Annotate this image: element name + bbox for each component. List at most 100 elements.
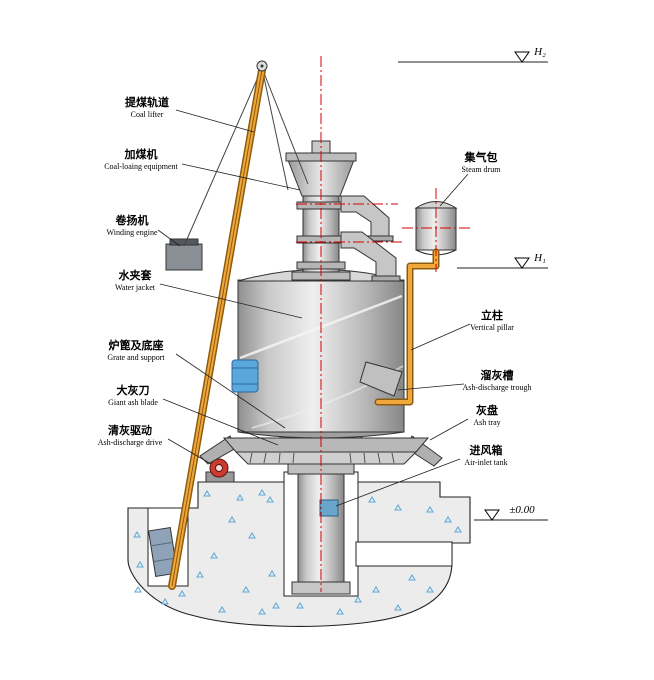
component-labels: 提煤轨道 Coal lifter 加煤机 Coal-loaing equipme… [98, 95, 532, 467]
upper-elbow-duct [340, 195, 390, 237]
ash-tray-skirt [234, 451, 418, 465]
label-ash-tray-cn: 灰盘 [476, 403, 498, 417]
label-ash-drive-cn: 清灰驱动 [108, 423, 152, 437]
winding-engine-box [165, 243, 203, 271]
stipple-triangle [372, 586, 380, 593]
stipple-triangle [454, 526, 462, 533]
leader-coal-lifter [175, 109, 255, 133]
air-duct-channel [355, 541, 453, 567]
air-inlet-box [319, 499, 339, 517]
leader-coal-loading [181, 163, 301, 191]
hoist-cable-2 [261, 67, 309, 185]
label-ash-trough-cn: 溜灰槽 [481, 368, 514, 382]
stipple-triangle [242, 586, 250, 593]
centerlines [296, 56, 472, 592]
leader-ash-tray [429, 418, 469, 441]
h2-label: H₂ [533, 46, 546, 58]
label-grate-en: Grate and support [107, 353, 165, 362]
label-coal-loading-en: Coal-loaing equipment [104, 162, 178, 171]
label-water-jacket-en: Water jacket [115, 283, 156, 292]
pulley-axle [260, 64, 264, 68]
stipple-triangle [394, 604, 402, 611]
stipple-triangle [354, 596, 362, 603]
stipple-triangle [426, 506, 434, 513]
stipple-triangle [258, 608, 266, 615]
label-winding-engine-cn: 卷扬机 [115, 213, 149, 227]
stipple-triangle [444, 516, 452, 523]
zero-label: ±0.00 [509, 504, 535, 516]
stipple-triangle [228, 516, 236, 523]
coal-lifting-system [147, 60, 309, 590]
label-ash-blade-en: Giant ash blade [108, 398, 158, 407]
stipple-triangle [210, 552, 218, 559]
label-water-jacket-cn: 水夹套 [119, 268, 153, 282]
elevation-datums: H₂ H₁ ±0.00 [398, 46, 548, 521]
stipple-triangle [236, 494, 244, 501]
stipple-triangle [266, 496, 274, 503]
stipple-triangle [161, 598, 169, 605]
shell-highlight-1 [239, 294, 403, 360]
winch-cable [183, 67, 263, 247]
column-shaft [297, 473, 345, 585]
label-pillar-cn: 立柱 [481, 308, 503, 322]
label-air-inlet-en: Air-inlet tank [464, 458, 507, 467]
stipple-triangle [296, 602, 304, 609]
stipple-triangle [258, 489, 266, 496]
stipple-triangle [196, 571, 204, 578]
label-steam-drum-en: Steam drum [462, 165, 502, 174]
skip-bucket-body [147, 526, 179, 578]
leader-air-inlet [335, 458, 461, 507]
stipple-triangle [248, 532, 256, 539]
label-coal-lifter-en: Coal lifter [131, 110, 164, 119]
stipple-triangle [272, 602, 280, 609]
skip-band-1 [150, 541, 173, 547]
label-pillar-en: Vertical pillar [470, 323, 514, 332]
stipple-triangle [336, 608, 344, 615]
stipple-triangle [178, 590, 186, 597]
leader-grate [175, 353, 286, 429]
stipple-triangle [134, 586, 142, 593]
skip-band-2 [153, 557, 176, 563]
stipple-triangle [218, 606, 226, 613]
h2-datum-symbol [514, 51, 530, 63]
downcomer-piping [374, 248, 440, 406]
leader-steam-drum [439, 173, 469, 207]
elbow-ducts [340, 195, 401, 282]
water-jacket-vessel [231, 269, 405, 439]
stipple-triangle [408, 574, 416, 581]
leader-ash-trough [397, 383, 465, 391]
label-ash-blade-cn: 大灰刀 [117, 383, 150, 397]
ash-trough-chute [359, 361, 403, 397]
leader-pillar [410, 323, 471, 351]
stipple-triangle [268, 570, 276, 577]
ash-discharge-drive-assembly [205, 458, 235, 483]
stipple-triangle [136, 561, 144, 568]
leader-winding-engine [157, 229, 181, 247]
stipple-triangle [368, 496, 376, 503]
leader-water-jacket [159, 283, 303, 319]
label-grate-cn: 炉篦及底座 [109, 338, 164, 352]
tray-bolts [249, 452, 395, 464]
label-steam-drum-cn: 集气包 [464, 150, 498, 164]
hoist-cable-1 [261, 67, 289, 191]
leader-ash-drive [167, 438, 212, 465]
label-ash-drive-en: Ash-discharge drive [98, 438, 163, 447]
label-coal-lifter-cn: 提煤轨道 [125, 95, 169, 109]
side-water-tank [231, 359, 259, 393]
ash-tray-rim [222, 437, 430, 453]
stipple-triangle [203, 490, 211, 497]
label-air-inlet-cn: 进风箱 [470, 443, 503, 457]
label-coal-loading-cn: 加煤机 [124, 147, 158, 161]
leader-ash-blade [162, 398, 279, 446]
label-ash-trough-en: Ash-discharge trough [463, 383, 532, 392]
pipe-body [376, 250, 438, 404]
drive-hub [215, 464, 223, 472]
h1-label: H₁ [533, 252, 546, 264]
label-winding-engine-en: Winding engine [107, 228, 158, 237]
skip-bucket [147, 526, 179, 578]
label-ash-tray-en: Ash tray [473, 418, 500, 427]
stipple-triangle [133, 531, 141, 538]
concrete-stipple [133, 489, 462, 615]
